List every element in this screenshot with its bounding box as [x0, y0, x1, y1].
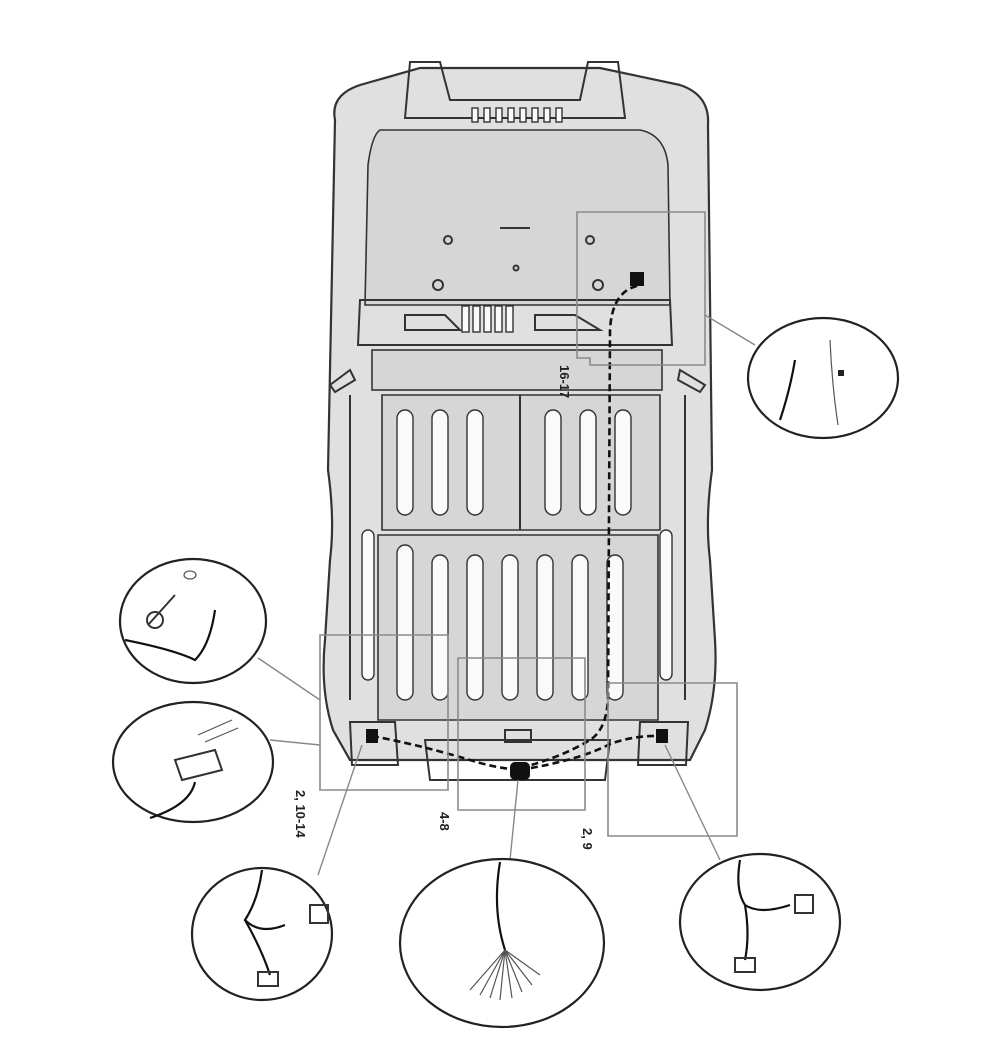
- right-light-connector: [656, 729, 668, 743]
- connector-icon: [309, 904, 329, 924]
- mirror-right: [676, 368, 707, 394]
- detail-circle-screw: [118, 557, 268, 685]
- hood: [364, 129, 671, 306]
- label-center: 4-8: [437, 812, 452, 831]
- detail-circle-wire-bundle: [398, 857, 606, 1029]
- vent-slats: [461, 305, 514, 333]
- center-socket: [510, 762, 530, 780]
- label-right-light: 2, 9: [580, 828, 595, 850]
- roof-front-slots: [396, 409, 632, 516]
- left-light-connector: [366, 729, 378, 743]
- detail-circle-right-light: [678, 852, 842, 992]
- detail-circle-plug: [111, 700, 275, 824]
- leader-lines: [257, 314, 756, 876]
- label-left-light: 2, 10-14: [293, 790, 308, 838]
- callout-boxes: [319, 211, 738, 837]
- plug-icon: [173, 748, 224, 782]
- grille-slots: [471, 107, 563, 123]
- rear-light-left: [348, 721, 400, 766]
- mirror-left: [328, 368, 357, 394]
- rear-light-right: [636, 721, 690, 766]
- wiring-harness: [366, 272, 668, 780]
- detail-circle-cable-route: [746, 316, 900, 440]
- front-connector: [630, 272, 644, 286]
- rear-bumper: [423, 739, 612, 781]
- screw-icon: [146, 611, 164, 629]
- detail-circle-left-light: [190, 866, 334, 1002]
- vehicle-top-view: [322, 61, 717, 781]
- cargo-slots: [361, 529, 673, 701]
- label-connector-upper: 16-17: [557, 365, 572, 398]
